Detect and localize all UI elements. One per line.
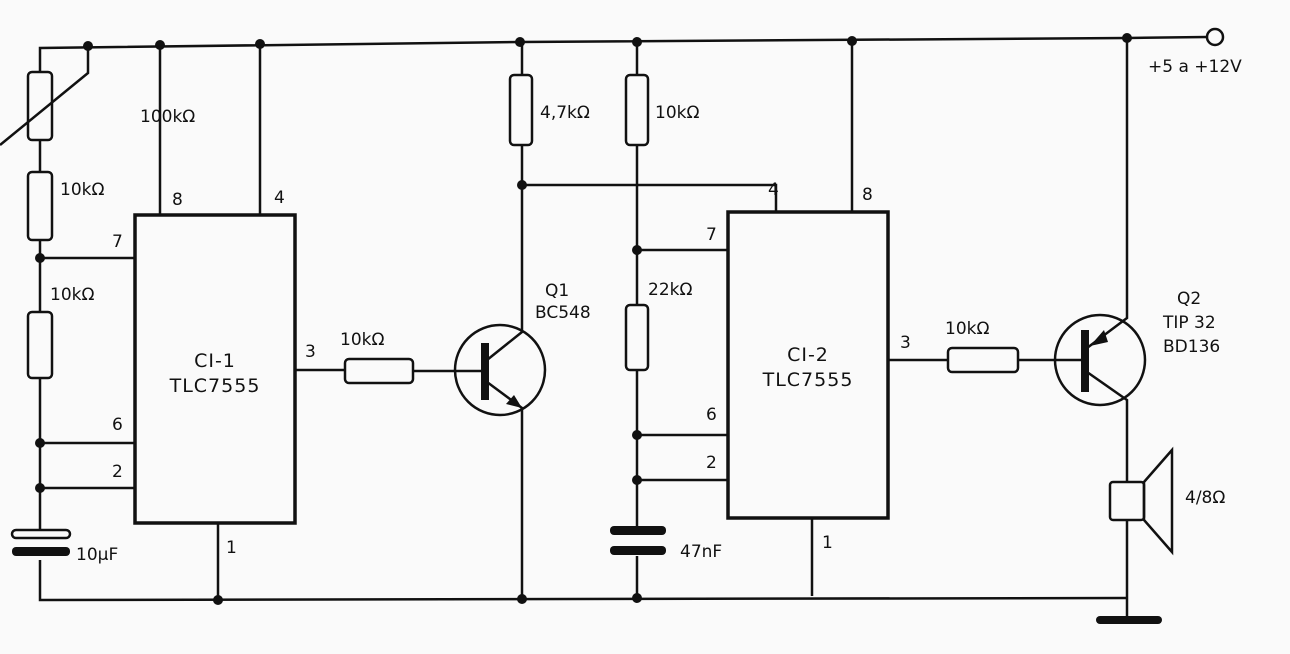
resistor-10k-2 (26, 310, 54, 380)
resistor-base-q2 (946, 346, 1020, 374)
capacitor-47nf (610, 526, 666, 555)
resistor-22k (624, 303, 650, 372)
rbase2-label: 10kΩ (945, 319, 989, 339)
ic2-pin4: 4 (768, 180, 779, 200)
resistor-base-q1 (343, 357, 415, 385)
pot-wiper-arrow (0, 46, 90, 146)
supply-label: +5 a +12V (1148, 57, 1242, 77)
r2-label: 10kΩ (50, 285, 94, 305)
ic2-pin6: 6 (706, 405, 717, 425)
supply-terminal (1205, 27, 1225, 47)
r47-label: 4,7kΩ (540, 103, 590, 123)
ic1-pin1: 1 (226, 538, 237, 558)
ic1-name: CI-1 (194, 350, 236, 372)
rbase1-label: 10kΩ (340, 330, 384, 350)
q2-part1: TIP 32 (1162, 313, 1216, 333)
ic2-pin2: 2 (706, 453, 717, 473)
r1-label: 10kΩ (60, 180, 104, 200)
ic2-pin8: 8 (862, 185, 873, 205)
ic1-pin7: 7 (112, 232, 123, 252)
ground-rail (38, 560, 1129, 602)
ic2-part: TLC7555 (762, 369, 854, 391)
c2-label: 47nF (680, 542, 722, 562)
ic1-pin2: 2 (112, 462, 123, 482)
resistor-10k-3 (624, 73, 650, 147)
resistor-10k-1 (26, 170, 54, 242)
ic2-name: CI-2 (787, 344, 829, 366)
q2-part2: BD136 (1163, 337, 1220, 357)
q1-name: Q1 (545, 281, 569, 301)
c1-label: 10µF (76, 545, 118, 565)
r10k2-label: 10kΩ (655, 103, 699, 123)
capacitor-10uf (10, 528, 72, 556)
ic2-box (726, 210, 890, 520)
ic1-pin6: 6 (112, 415, 123, 435)
ic2-pin7: 7 (706, 225, 717, 245)
resistor-4k7 (508, 73, 534, 147)
pot-100k (26, 70, 54, 142)
ic1-part: TLC7555 (169, 375, 261, 397)
transistor-q2 (1053, 38, 1147, 482)
speaker-label: 4/8Ω (1185, 488, 1225, 508)
r22k-label: 22kΩ (648, 280, 692, 300)
pot-label: 100kΩ (140, 107, 195, 127)
supply-rail (38, 27, 1225, 72)
ic1-pin4: 4 (274, 188, 285, 208)
speaker-icon (1108, 446, 1174, 556)
q2-name: Q2 (1177, 289, 1201, 309)
ic1-pin8: 8 (172, 190, 183, 210)
ic2-pin3: 3 (900, 333, 911, 353)
q1-part: BC548 (535, 303, 591, 323)
ic1-pin3: 3 (305, 342, 316, 362)
ic2-pin1: 1 (822, 533, 833, 553)
